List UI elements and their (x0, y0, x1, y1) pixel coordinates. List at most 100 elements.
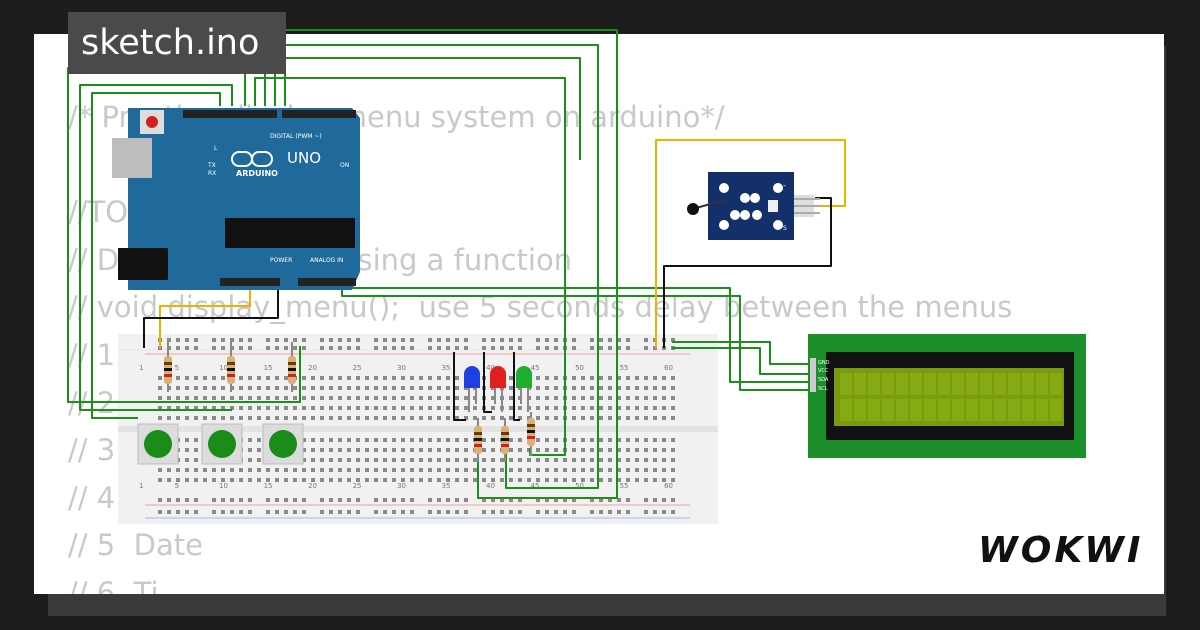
breadboard-hole (347, 498, 351, 502)
breadboard-column-number: 25 (353, 482, 362, 490)
breadboard-hole (509, 478, 513, 482)
breadboard-hole (410, 448, 414, 452)
breadboard-hole (221, 498, 225, 502)
breadboard-column-number: 50 (575, 364, 584, 372)
breadboard-hole (446, 386, 450, 390)
breadboard-hole (563, 498, 567, 502)
sensor-minus-label: - (783, 181, 786, 190)
sensor-pcb (708, 172, 794, 240)
breadboard-hole (356, 510, 360, 514)
breadboard-hole (617, 376, 621, 380)
breadboard-hole (329, 416, 333, 420)
led-red (490, 366, 506, 412)
breadboard-hole (653, 416, 657, 420)
lcd-cell (1050, 399, 1062, 421)
lcd-cell (840, 399, 852, 421)
breadboard-hole (482, 498, 486, 502)
breadboard-hole (590, 478, 594, 482)
breadboard-hole (293, 498, 297, 502)
lcd-pin-sda: SDA (818, 377, 829, 383)
breadboard-hole (167, 396, 171, 400)
breadboard-hole (608, 406, 612, 410)
project-title-tab[interactable]: sketch.ino (68, 12, 286, 74)
breadboard-hole (509, 406, 513, 410)
arduino-uno: ARDUINO UNO DIGITAL (PWM ~) ANALOG IN PO… (112, 108, 360, 290)
breadboard-hole (374, 448, 378, 452)
lcd-pin-vcc: VCC (818, 368, 829, 374)
lcd-cell (868, 399, 880, 421)
breadboard-hole (401, 406, 405, 410)
breadboard-hole (437, 376, 441, 380)
led-green (516, 366, 532, 412)
breadboard-hole (158, 498, 162, 502)
breadboard-hole (185, 338, 189, 342)
breadboard-hole (428, 448, 432, 452)
arduino-logo-right (251, 151, 273, 167)
breadboard-hole (320, 468, 324, 472)
wire-black-led3 (513, 352, 520, 421)
sensor-s-label: S (783, 225, 787, 232)
breadboard-hole (500, 338, 504, 342)
breadboard-hole (212, 376, 216, 380)
breadboard-hole (626, 386, 630, 390)
breadboard-hole (491, 510, 495, 514)
lcd-cell (910, 399, 922, 421)
breadboard-hole (545, 416, 549, 420)
breadboard-hole (257, 468, 261, 472)
breadboard-hole (293, 346, 297, 350)
breadboard-hole (392, 478, 396, 482)
breadboard-hole (401, 338, 405, 342)
breadboard-hole (248, 396, 252, 400)
breadboard-hole (518, 448, 522, 452)
breadboard-hole (392, 386, 396, 390)
breadboard-hole (599, 510, 603, 514)
breadboard-hole (482, 448, 486, 452)
breadboard-column-number: 40 (486, 482, 495, 490)
breadboard-hole (455, 438, 459, 442)
breadboard-hole (563, 478, 567, 482)
breadboard-column-number: 40 (486, 364, 495, 372)
breadboard-hole (635, 386, 639, 390)
lcd-cell (938, 373, 950, 395)
breadboard-hole (536, 478, 540, 482)
breadboard-hole (608, 346, 612, 350)
breadboard-hole (617, 386, 621, 390)
breadboard-hole (572, 468, 576, 472)
breadboard-hole (653, 498, 657, 502)
breadboard-hole (320, 376, 324, 380)
breadboard-hole (311, 478, 315, 482)
breadboard-hole (374, 478, 378, 482)
breadboard-hole (383, 448, 387, 452)
lcd-cell (980, 373, 992, 395)
breadboard-hole (635, 438, 639, 442)
push-button-2 (201, 423, 243, 465)
breadboard-hole (545, 376, 549, 380)
breadboard-hole (356, 338, 360, 342)
breadboard-hole (275, 386, 279, 390)
breadboard-hole (464, 468, 468, 472)
breadboard-hole (284, 478, 288, 482)
breadboard-hole (338, 448, 342, 452)
breadboard-hole (221, 396, 225, 400)
breadboard-hole (392, 458, 396, 462)
breadboard-hole (374, 510, 378, 514)
breadboard-hole (572, 498, 576, 502)
breadboard-hole (554, 478, 558, 482)
breadboard-hole (320, 458, 324, 462)
breadboard-hole (311, 376, 315, 380)
breadboard-hole (626, 346, 630, 350)
wire-black-gnd (143, 280, 279, 348)
breadboard-hole (554, 510, 558, 514)
breadboard-hole (626, 448, 630, 452)
breadboard-hole (491, 498, 495, 502)
breadboard-hole (446, 338, 450, 342)
breadboard-hole (320, 396, 324, 400)
breadboard-hole (635, 448, 639, 452)
breadboard-hole (491, 416, 495, 420)
breadboard-hole (437, 346, 441, 350)
breadboard-column-number: 45 (531, 364, 540, 372)
breadboard-hole (383, 338, 387, 342)
breadboard-hole (644, 338, 648, 342)
breadboard-hole (482, 416, 486, 420)
breadboard-hole (374, 376, 378, 380)
